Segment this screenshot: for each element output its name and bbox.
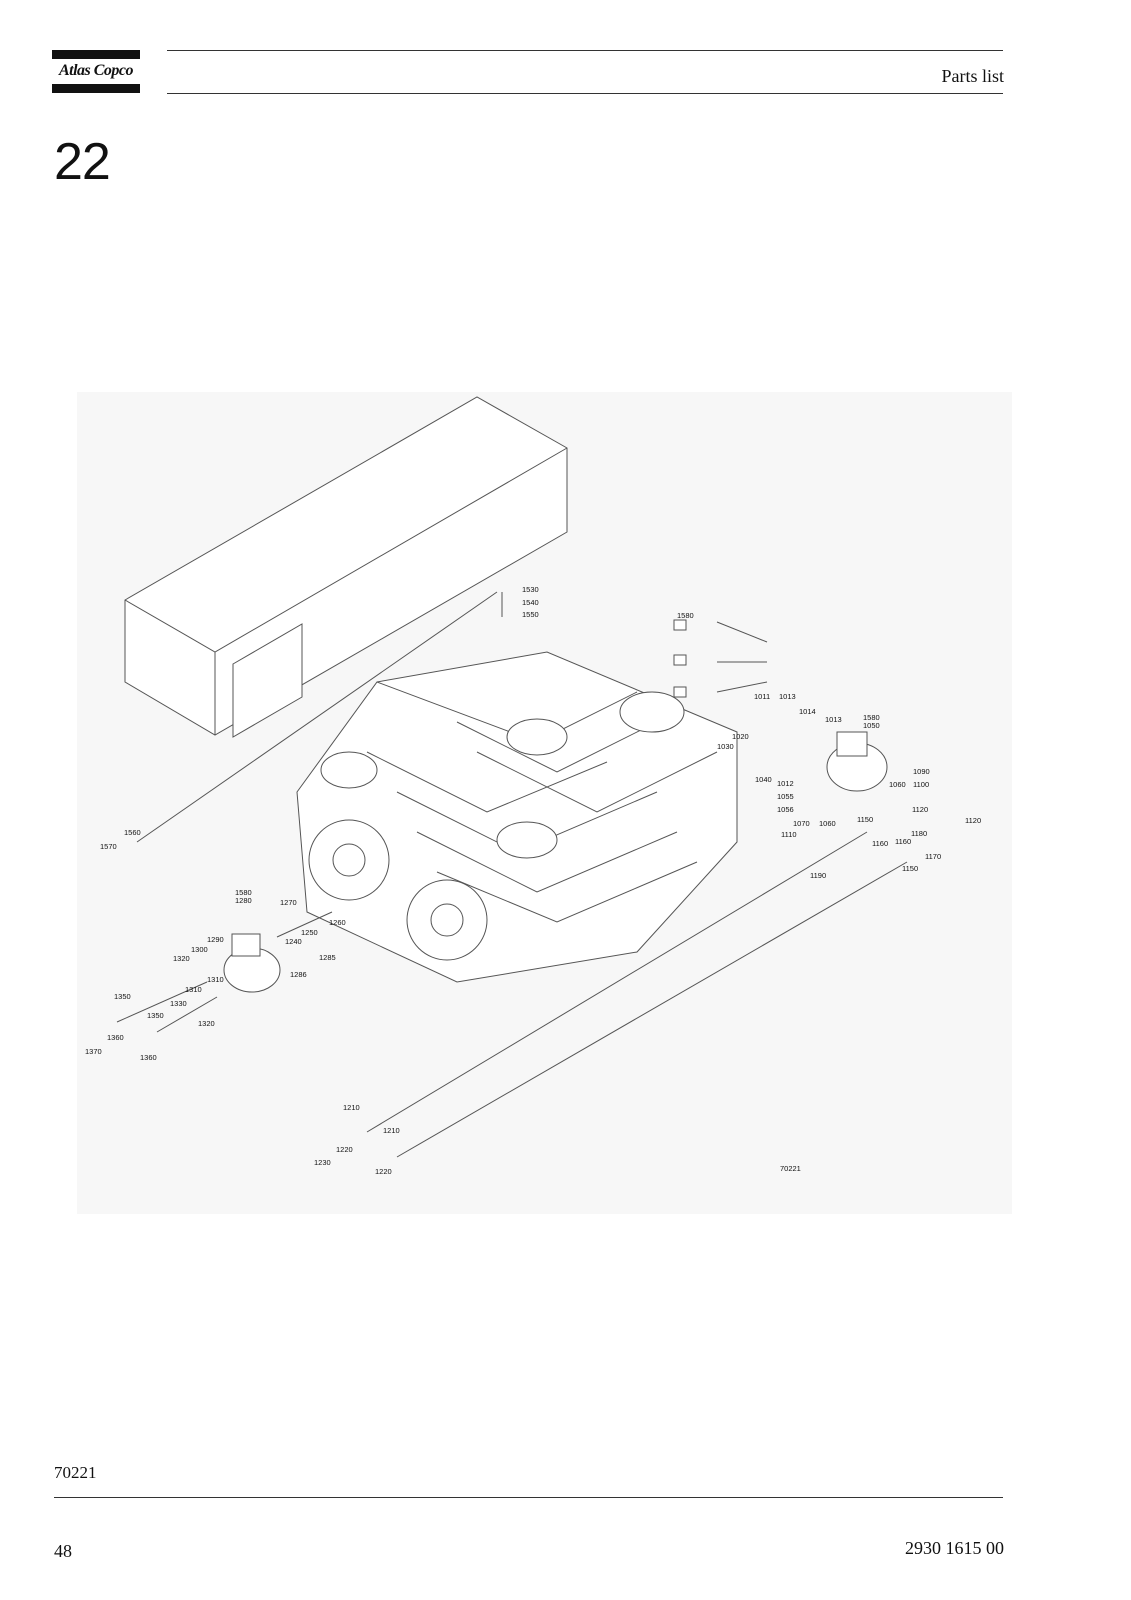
part-callout-label: 1220: [336, 1145, 353, 1154]
part-callout-label: 70221: [780, 1164, 801, 1173]
part-callout-label: 1150: [902, 864, 918, 873]
part-callout-label: 1030: [717, 742, 734, 751]
part-callout-label: 1360: [107, 1033, 124, 1042]
part-callout-label: 1014: [799, 707, 816, 716]
part-callout-label: 1286: [290, 970, 307, 979]
drawing-svg: 1530 1540 1550 1580 1020 1011 1013 1014 …: [85, 396, 981, 1176]
part-callout-label: 1180: [911, 829, 927, 838]
compressor-block: [296, 651, 738, 983]
part-callout-label: 1330: [170, 999, 187, 1008]
part-callout-label: 1013: [779, 692, 796, 701]
part-callout-label: 1220: [375, 1167, 392, 1176]
part-callout-label: 1350: [114, 992, 131, 1001]
part-callout-label: 1120: [912, 805, 928, 814]
part-callout-label: 1190: [810, 871, 826, 880]
part-callout-label: 1580: [863, 713, 880, 722]
part-callout-label: 1050: [863, 721, 880, 730]
part-callout-label: 1250: [301, 928, 318, 937]
part-callout-label: 1290: [207, 935, 224, 944]
part-callout-label: 1580: [677, 611, 694, 620]
part-callout-label: 1300: [191, 945, 208, 954]
part-callout-label: 1580: [235, 888, 252, 897]
document-number: 2930 1615 00: [905, 1538, 1004, 1558]
part-callout-label: 1310: [185, 985, 202, 994]
part-callout-label: 1012: [777, 779, 794, 788]
part-callout-label: 1110: [781, 830, 797, 839]
part-callout-label: 1550: [522, 610, 539, 619]
figure-reference: 70221: [54, 1463, 97, 1482]
part-callout-label: 1210: [343, 1103, 360, 1112]
part-callout-label: 1040: [755, 775, 772, 784]
part-callout-label: 1160: [895, 837, 911, 846]
part-callout-label: 1100: [913, 780, 929, 789]
callout-labels: 1530 1540 1550 1580 1020 1011 1013 1014 …: [85, 585, 981, 1176]
enclosure-box: [124, 396, 568, 736]
part-callout-label: 1260: [329, 918, 346, 927]
part-callout-label: 1350: [147, 1011, 164, 1020]
part-callout-label: 1270: [280, 898, 297, 907]
part-callout-label: 1320: [198, 1019, 215, 1028]
part-callout-label: 1170: [925, 852, 941, 861]
part-callout-label: 1013: [825, 715, 842, 724]
part-callout-label: 1060: [889, 780, 906, 789]
section-number: 22: [54, 133, 111, 191]
part-callout-label: 1230: [314, 1158, 331, 1167]
part-callout-label: 1060: [819, 819, 836, 828]
part-callout-label: 1310: [207, 975, 224, 984]
footer-rule: [54, 1497, 1003, 1498]
part-callout-label: 1360: [140, 1053, 157, 1062]
part-callout-label: 1160: [872, 839, 888, 848]
part-callout-label: 1570: [100, 842, 117, 851]
part-callout-label: 1285: [319, 953, 336, 962]
part-callout-label: 1280: [235, 896, 252, 905]
part-callout-label: 1540: [522, 598, 539, 607]
part-callout-label: 1560: [124, 828, 141, 837]
part-callout-label: 1530: [522, 585, 539, 594]
part-callout-label: 1070: [793, 819, 810, 828]
part-callout-label: 1120: [965, 816, 981, 825]
part-callout-label: 1320: [173, 954, 190, 963]
logo-wordmark: Atlas Copco: [58, 62, 134, 79]
part-callout-label: 1011: [754, 692, 770, 701]
part-callout-label: 1240: [285, 937, 302, 946]
part-callout-label: 1150: [857, 815, 873, 824]
part-callout-label: 1210: [383, 1126, 400, 1135]
part-callout-label: 1090: [913, 767, 930, 776]
header-rule-bottom: [167, 93, 1003, 94]
exploded-parts-drawing: 1530 1540 1550 1580 1020 1011 1013 1014 …: [77, 392, 1012, 1214]
atlas-copco-logo: Atlas Copco: [52, 50, 140, 94]
logo-bar-bottom: [52, 84, 140, 93]
header-rule-top: [167, 50, 1003, 51]
page-number: 48: [54, 1541, 72, 1561]
logo-bar-top: [52, 50, 140, 59]
header-title: Parts list: [941, 66, 1004, 86]
part-callout-label: 1055: [777, 792, 794, 801]
part-callout-label: 1020: [732, 732, 749, 741]
part-callout-label: 1370: [85, 1047, 102, 1056]
part-callout-label: 1056: [777, 805, 794, 814]
